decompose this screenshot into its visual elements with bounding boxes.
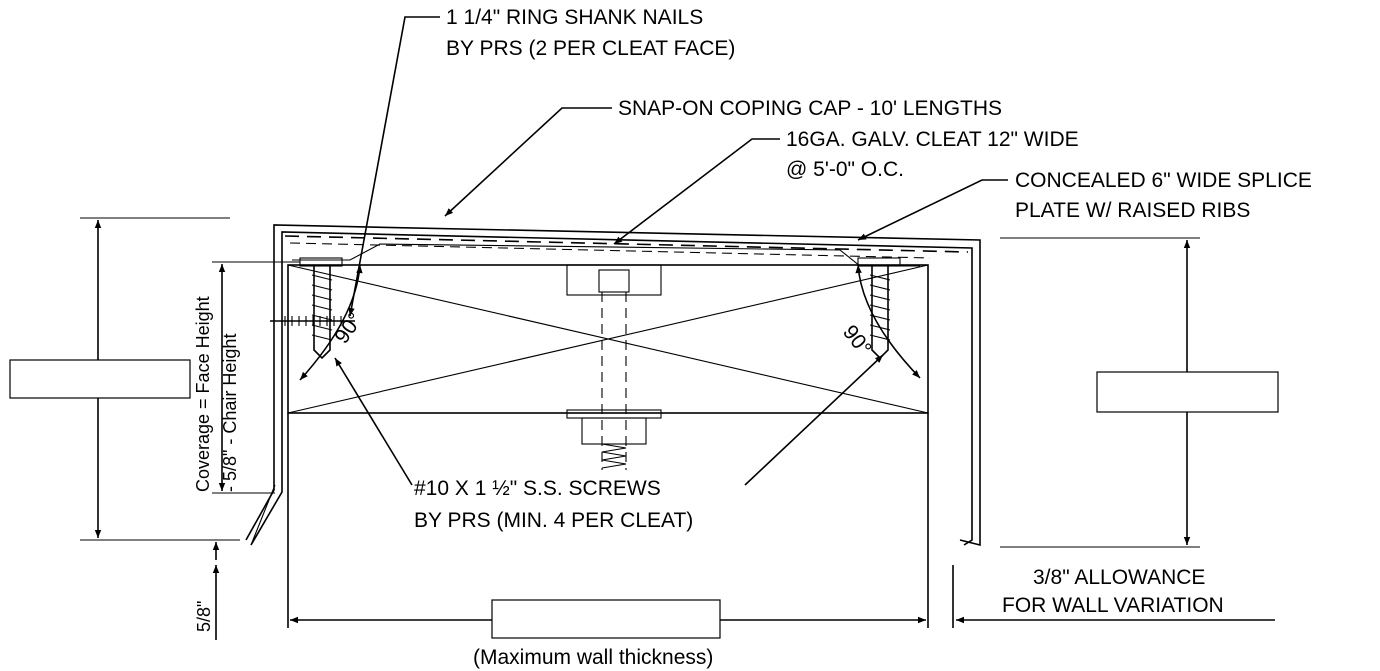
- bottom-dimension: [290, 599, 1275, 639]
- screws-label-line1: #10 X 1 ½" S.S. SCREWS: [414, 477, 661, 500]
- wall-thickness-label: (Maximum wall thickness): [473, 646, 713, 669]
- cleat-label-line2: @ 5'-0" O.C.: [786, 158, 904, 181]
- allowance-label-line1: 3/8" ALLOWANCE: [1033, 566, 1205, 589]
- coverage-dimension: [212, 261, 300, 494]
- nails-label-line1: 1 1/4" RING SHANK NAILS: [446, 6, 703, 29]
- right-dimension: [1000, 237, 1279, 548]
- angle-label-right: 90°: [838, 321, 876, 360]
- splice-label-line1: CONCEALED 6" WIDE SPLICE: [1015, 169, 1312, 192]
- face-height-input-box: [9, 359, 191, 399]
- coverage-label-line1: Coverage = Face Height: [193, 296, 213, 492]
- splice-label-line2: PLATE W/ RAISED RIBS: [1015, 199, 1250, 222]
- cleat: [289, 242, 931, 267]
- screws-label-line2: BY PRS (MIN. 4 PER CLEAT): [414, 509, 693, 532]
- coverage-label-line2: - 5/8" - Chair Height: [220, 334, 240, 492]
- nails-label-line2: BY PRS (2 PER CLEAT FACE): [446, 37, 735, 60]
- angle-arc-left: [299, 264, 363, 381]
- left-dimension: [9, 217, 240, 541]
- leader-lines: [334, 16, 1008, 486]
- angle-label-left: 90°: [330, 309, 367, 348]
- wall-thickness-input-box: [491, 599, 721, 639]
- inside-dimension-input-box: [1096, 371, 1279, 413]
- five-eighths-label: 5/8": [194, 601, 214, 632]
- center-anchor-bolt: [566, 264, 662, 470]
- angle-arc-right: [855, 264, 921, 379]
- allowance-label-line2: FOR WALL VARIATION: [1002, 594, 1224, 617]
- coping-cap: [245, 224, 981, 547]
- coping-cap-label: SNAP-ON COPING CAP - 10' LENGTHS: [618, 97, 1002, 120]
- cleat-label-line1: 16GA. GALV. CLEAT 12" WIDE: [786, 128, 1079, 151]
